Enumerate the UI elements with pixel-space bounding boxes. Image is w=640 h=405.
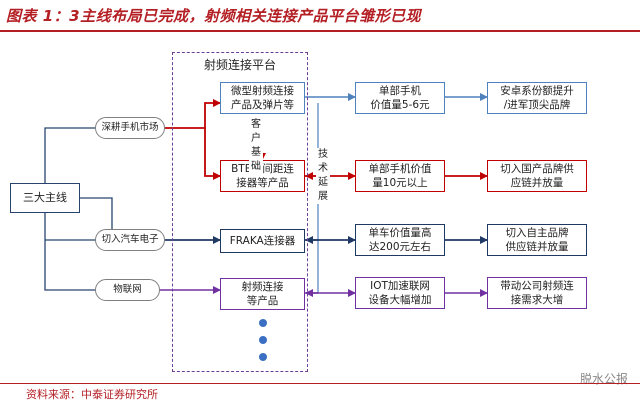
outcome-domestic-brands: 切入国产品牌供 应链并放量 [487,160,587,192]
ellipsis-dot [259,353,267,361]
value-auto: 单车价值量高 达200元左右 [355,224,445,256]
customer-base-label: 客 户 基 础 [249,118,263,174]
value-mobile-rf: 单部手机 价值量5-6元 [355,82,445,114]
outcome-own-brands: 切入自主品牌 供应链并放量 [487,224,587,256]
value-iot: IOT加速联网 设备大幅增加 [355,277,445,309]
product-rf-iot: 射频连接 等产品 [220,278,305,310]
platform-title: 射频连接平台 [203,58,276,72]
product-rf-micro: 微型射频连接 产品及弹片等 [220,82,305,114]
footer-divider [0,383,640,384]
product-fraka: FRAKA连接器 [220,229,305,253]
outcome-android-share: 安卓系份额提升 /进军顶尖品牌 [487,82,587,114]
watermark: 脱水公报 [579,372,628,386]
outcome-rf-demand: 带动公司射频连 接需求大增 [487,277,587,309]
category-mobile: 深耕手机市场 [95,117,165,139]
tech-extension-label: 技 术 延 展 [316,148,330,204]
root-node: 三大主线 [10,183,80,213]
link-root-to-iot [44,213,95,291]
platform-frame [172,52,308,372]
category-auto: 切入汽车电子 [95,229,165,251]
link-mobile-to-btb [204,128,221,180]
link-mobile-to-rf [165,99,221,129]
page-title: 图表 1：3主线布局已完成，射频相关连接产品平台雏形已现 [6,7,422,25]
ellipsis-dot [259,336,267,344]
value-mobile-btb: 单部手机价值 量10元以上 [355,160,445,192]
category-iot: 物联网 [95,279,160,301]
link-root-to-mobile [44,127,95,183]
ellipsis-dot [259,319,267,327]
source-note: 资料来源：中泰证券研究所 [26,388,158,401]
title-divider [0,30,640,32]
